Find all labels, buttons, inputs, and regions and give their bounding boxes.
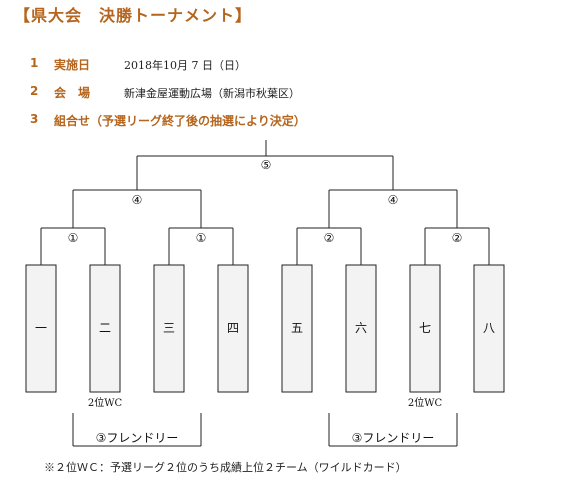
wildcard-note: ※２位ＷＣ：予選リーグ２位のうち成績上位２チーム（ワイルドカード） bbox=[44, 461, 407, 474]
r1-label-1: ① bbox=[68, 231, 79, 245]
team-label: 一 bbox=[35, 321, 47, 335]
info-label: 会 場 bbox=[54, 86, 91, 100]
page-title: 【県大会 決勝トーナメント】 bbox=[14, 6, 253, 25]
team-label: 六 bbox=[355, 321, 367, 335]
r1-label-4: ② bbox=[452, 231, 463, 245]
team-box bbox=[409, 264, 441, 393]
info-value: 2018年10月 7 日（日） bbox=[124, 59, 246, 72]
wildcard-left-label: 2位WC bbox=[88, 396, 123, 409]
wildcard-right-label: 2位WC bbox=[408, 396, 443, 409]
friendly-right-label: ③フレンドリー bbox=[352, 431, 435, 445]
r1-label-3: ② bbox=[324, 231, 335, 245]
info-number: 1 bbox=[30, 56, 39, 70]
semi-left-label: ④ bbox=[132, 193, 143, 207]
info-value: 新津金屋運動広場（新潟市秋葉区） bbox=[124, 87, 300, 100]
team-label: 八 bbox=[483, 321, 495, 335]
team-box bbox=[345, 264, 377, 393]
r1-label-2: ① bbox=[196, 231, 207, 245]
team-box bbox=[281, 264, 313, 393]
friendly-left-label: ③フレンドリー bbox=[96, 431, 179, 445]
team-box bbox=[89, 264, 121, 393]
team-box bbox=[25, 264, 57, 393]
team-box bbox=[473, 264, 505, 393]
info-label: 実施日 bbox=[54, 58, 91, 72]
team-box bbox=[153, 264, 185, 393]
team-label: 三 bbox=[163, 321, 175, 335]
final-label: ⑤ bbox=[261, 158, 272, 172]
info-number: 3 bbox=[30, 112, 39, 126]
semi-right-label: ④ bbox=[388, 193, 399, 207]
team-label: 二 bbox=[99, 321, 111, 335]
info-number: 2 bbox=[30, 84, 39, 98]
team-box bbox=[217, 264, 249, 393]
team-label: 五 bbox=[291, 321, 303, 335]
info-label: 組合せ（予選リーグ終了後の抽選により決定） bbox=[54, 114, 306, 128]
team-label: 七 bbox=[419, 321, 431, 335]
team-label: 四 bbox=[227, 321, 239, 335]
